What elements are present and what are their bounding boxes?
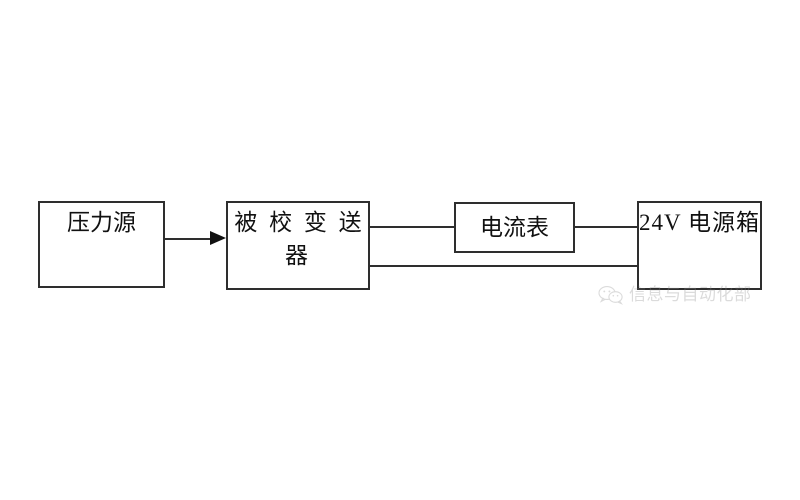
node-power-supply-label: 24V 电源箱 (639, 210, 760, 235)
node-power-supply[interactable]: 24V 电源箱 (637, 201, 762, 290)
connector-transmitter-to-power-supply (370, 265, 637, 267)
node-ammeter[interactable]: 电流表 (454, 202, 575, 253)
node-transmitter[interactable]: 被 校 变 送 器 (226, 201, 370, 290)
connector-ammeter-to-power-supply (575, 226, 637, 228)
wechat-logo-icon (598, 286, 624, 305)
node-pressure-source[interactable]: 压力源 (38, 201, 165, 288)
node-transmitter-label: 被 校 变 送 器 (234, 210, 365, 268)
arrowhead-icon (210, 231, 226, 245)
node-ammeter-label: 电流表 (480, 215, 549, 240)
connector-pressure-source-to-transmitter (165, 238, 213, 240)
node-pressure-source-label: 压力源 (67, 210, 136, 235)
connector-transmitter-to-ammeter (370, 226, 454, 228)
